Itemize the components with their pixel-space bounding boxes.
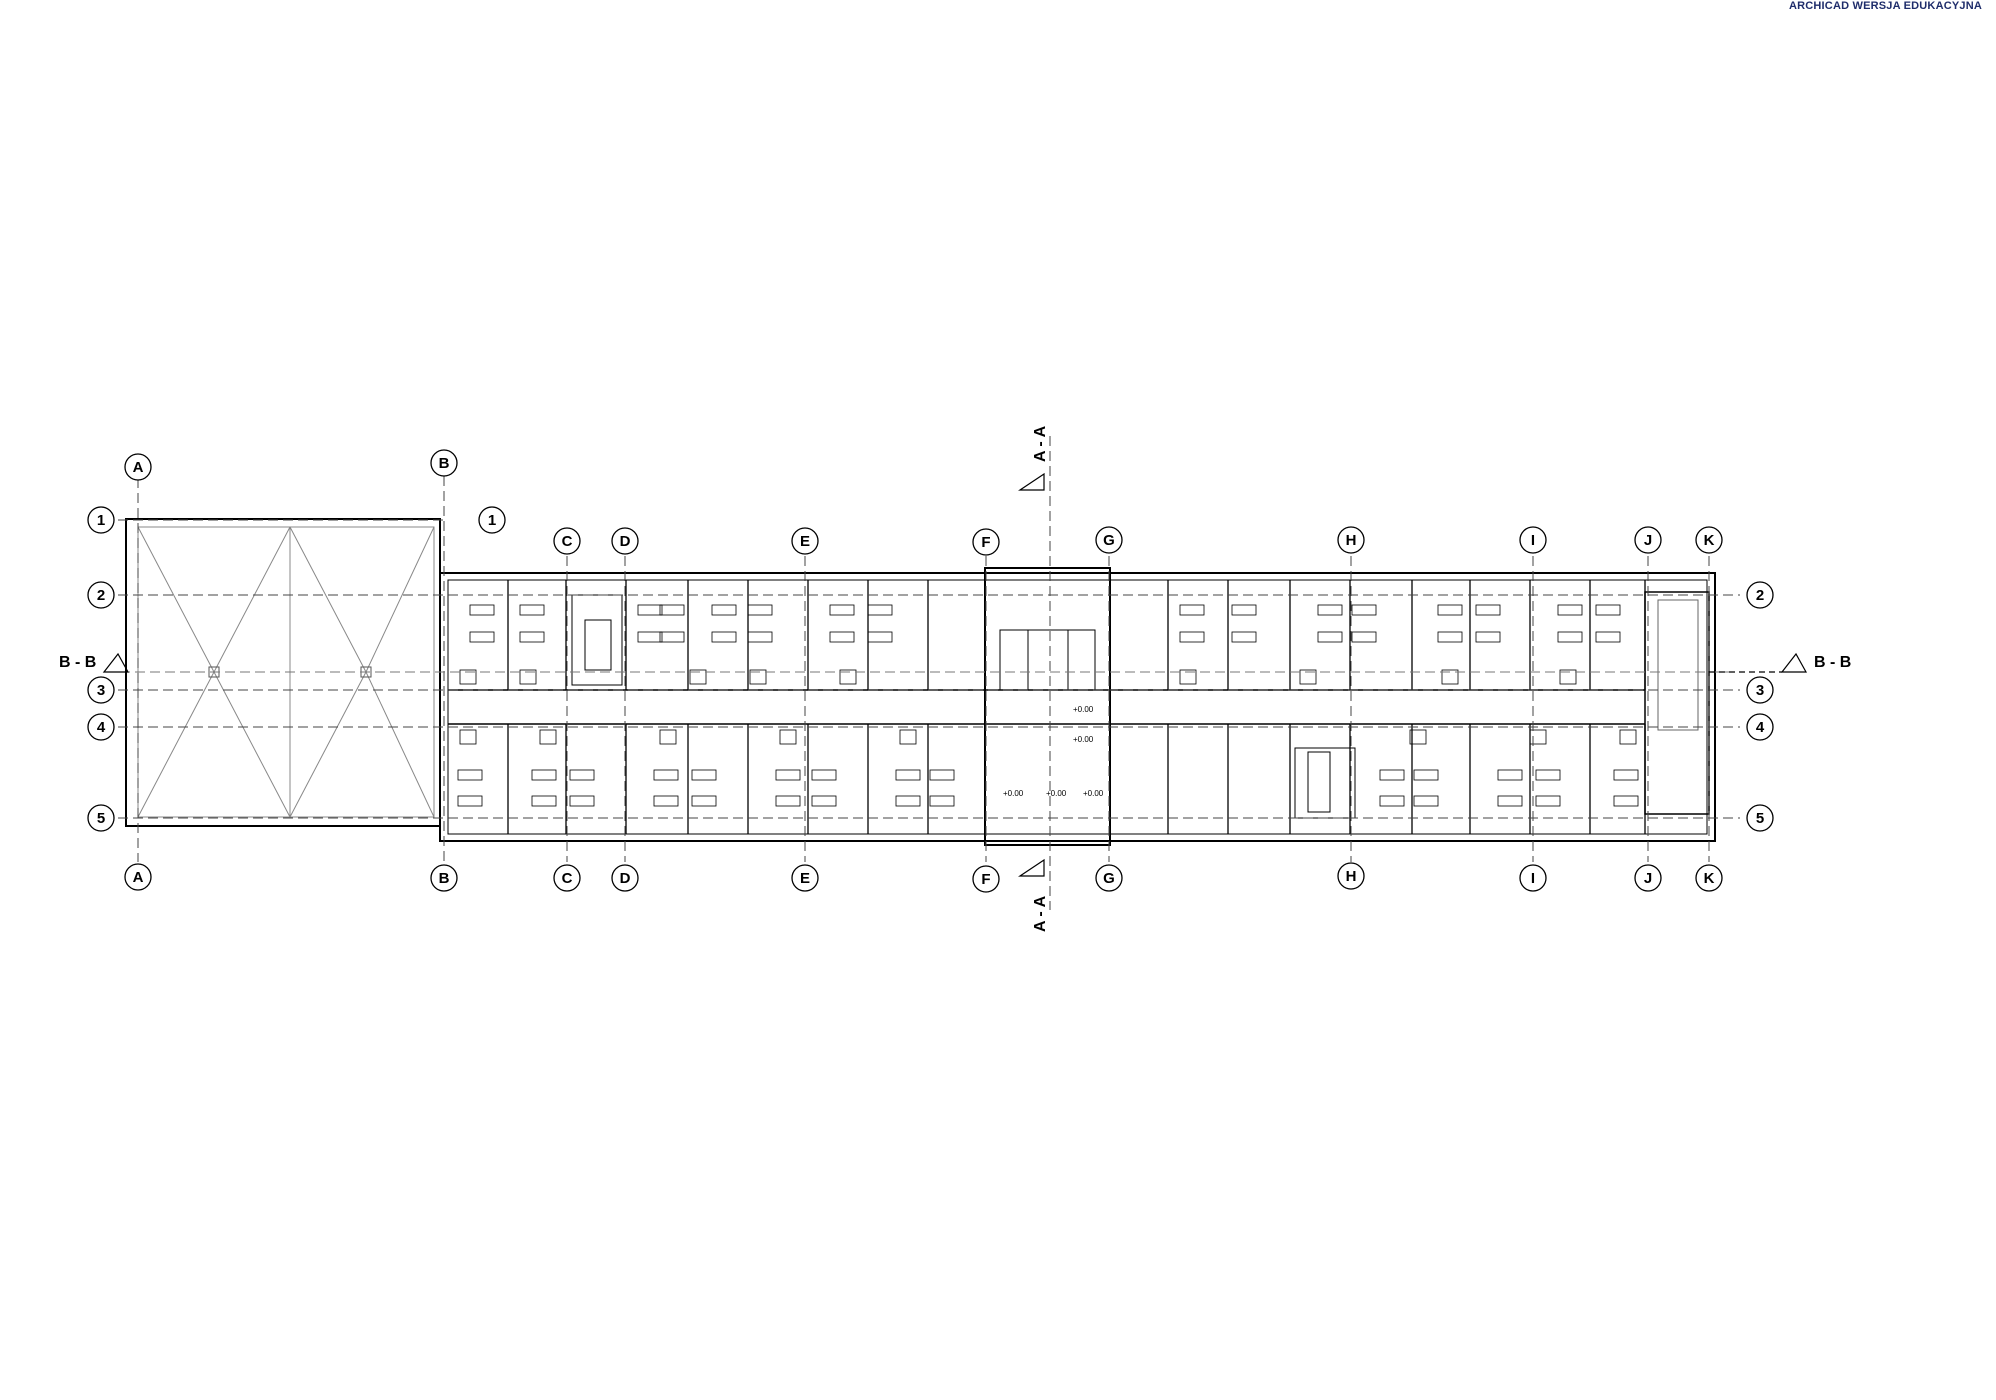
column-bubble: C — [553, 527, 581, 555]
section-aa-top-triangle-icon — [1018, 472, 1045, 491]
section-labels: A - A A - A B - B B - B — [59, 425, 1851, 932]
row-bubbles-right: 1 2 3 4 5 — [478, 506, 1774, 832]
section-bb-right-triangle-icon — [1780, 652, 1808, 673]
column-bubble-label: B — [439, 870, 450, 887]
row-bubble: 5 — [87, 804, 115, 832]
column-bubble: K — [1695, 864, 1723, 892]
row-bubble: 2 — [87, 581, 115, 609]
row-bubble: 3 — [87, 676, 115, 704]
room-partitions-upper — [507, 580, 1646, 690]
section-aa-bottom-triangle-icon — [1018, 858, 1045, 877]
column-bubble-label: J — [1644, 870, 1652, 887]
column-bubble-label: G — [1103, 532, 1115, 549]
section-aa-top-label: A - A — [1032, 425, 1049, 462]
row-bubble-label: 4 — [97, 719, 106, 736]
column-bubble-label: K — [1704, 870, 1715, 887]
row-bubble: 2 — [1746, 581, 1774, 609]
column-bubble-label: J — [1644, 532, 1652, 549]
column-bubble-label: E — [800, 870, 810, 887]
stairs — [571, 594, 1356, 819]
column-bubble: D — [611, 527, 639, 555]
column-bubble-label: H — [1346, 868, 1357, 885]
grid-lines — [118, 436, 1740, 910]
level-label: +0.00 — [1083, 789, 1104, 798]
room-partitions-lower — [507, 724, 1646, 834]
column-bubble: F — [972, 528, 1000, 556]
section-bb-right-label: B - B — [1814, 654, 1851, 671]
section-aa-bottom-label: A - A — [1032, 895, 1049, 932]
watermark-label: ARCHICAD WERSJA EDUKACYJNA — [1788, 0, 1982, 12]
column-bubble-label: F — [981, 534, 990, 551]
row-bubble: 4 — [1746, 713, 1774, 741]
column-bubbles-bottom: A B C D E F G H I J K — [124, 862, 1723, 893]
column-bubble: D — [611, 864, 639, 892]
row-bubble-label: 2 — [1756, 587, 1764, 604]
column-bubble: A — [124, 453, 152, 481]
column-bubble-label: H — [1346, 532, 1357, 549]
row-bubble: 1 — [478, 506, 506, 534]
column-bubble-label: K — [1704, 532, 1715, 549]
row-bubble: 3 — [1746, 676, 1774, 704]
row-bubble-label: 4 — [1756, 719, 1765, 736]
section-bb-left-triangle-icon — [102, 652, 130, 673]
row-bubble-label: 3 — [97, 682, 105, 699]
furniture-lower — [457, 729, 1639, 807]
row-bubble-label: 5 — [1756, 810, 1764, 827]
column-bubble-label: I — [1531, 532, 1535, 549]
column-bubble: H — [1337, 862, 1365, 890]
level-label: +0.00 — [1003, 789, 1024, 798]
building-outline — [439, 567, 1716, 846]
column-bubble: E — [791, 864, 819, 892]
column-bubble: B — [430, 864, 458, 892]
column-bubble-label: C — [562, 870, 573, 887]
column-bubble: J — [1634, 526, 1662, 554]
row-bubble-label: 3 — [1756, 682, 1764, 699]
column-bubble: G — [1095, 526, 1123, 554]
column-bubble-label: F — [981, 871, 990, 888]
column-bubble-label: D — [620, 870, 631, 887]
column-bubble-label: A — [133, 869, 144, 886]
row-bubble: 4 — [87, 713, 115, 741]
column-bubble: G — [1095, 864, 1123, 892]
row-bubble-label: 1 — [488, 512, 496, 529]
level-label: +0.00 — [1073, 735, 1094, 744]
level-label: +0.00 — [1073, 705, 1094, 714]
column-bubble: C — [553, 864, 581, 892]
level-markers: +0.00 +0.00 +0.00 +0.00 +0.00 — [1003, 705, 1104, 798]
column-bubble: I — [1519, 526, 1547, 554]
column-bubble: J — [1634, 864, 1662, 892]
column-bubble: K — [1695, 526, 1723, 554]
row-bubble-label: 2 — [97, 587, 105, 604]
section-bb-left-label: B - B — [59, 654, 96, 671]
column-bubble: F — [972, 865, 1000, 893]
row-bubble-label: 1 — [97, 512, 105, 529]
column-bubble: H — [1337, 526, 1365, 554]
row-bubble: 5 — [1746, 804, 1774, 832]
row-bubble-label: 5 — [97, 810, 105, 827]
column-bubble-label: A — [133, 459, 144, 476]
section-markers — [102, 472, 1808, 877]
column-bubble: E — [791, 527, 819, 555]
column-bubble-label: G — [1103, 870, 1115, 887]
column-bubble: I — [1519, 864, 1547, 892]
column-bubble-label: B — [439, 455, 450, 472]
column-bubbles-top: A B C D E F G H I J K — [124, 449, 1723, 556]
column-bubble: B — [430, 449, 458, 477]
column-bubble-label: E — [800, 533, 810, 550]
column-bubble-label: I — [1531, 870, 1535, 887]
row-bubbles-left: 1 2 3 4 5 — [87, 506, 115, 832]
furniture-upper — [459, 604, 1621, 685]
column-bubble: A — [124, 863, 152, 891]
column-bubble-label: C — [562, 533, 573, 550]
column-bubble-label: D — [620, 533, 631, 550]
row-bubble: 1 — [87, 506, 115, 534]
level-label: +0.00 — [1046, 789, 1067, 798]
